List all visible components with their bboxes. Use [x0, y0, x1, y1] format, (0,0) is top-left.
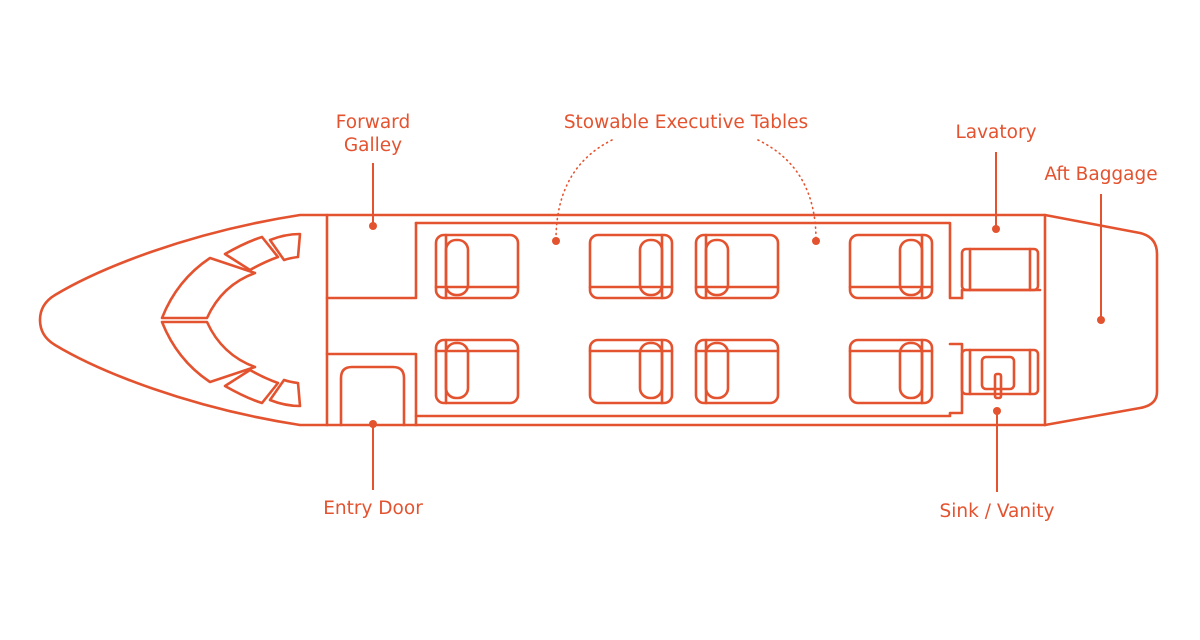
stowable-tables-label: Stowable Executive Tables [564, 112, 808, 133]
entry-bulkhead [325, 352, 418, 427]
forward-galley [325, 221, 418, 300]
windshield-lower [160, 320, 257, 384]
lavatory-toilet-detail [968, 247, 1032, 292]
sink-vanity-detail [968, 348, 1032, 396]
entry-door-label: Entry Door [323, 498, 423, 519]
lavatory-marker [992, 225, 1000, 233]
seats [434, 233, 934, 405]
forward-galley-label-line1: Forward [336, 112, 410, 133]
seat [588, 338, 674, 405]
cabin-interior [414, 221, 964, 418]
cockpit-pane-2 [268, 232, 302, 262]
tables-leader-right [757, 139, 817, 241]
table-marker-right [812, 237, 820, 245]
seat [434, 233, 520, 300]
forward-galley-label-line2: Galley [344, 135, 402, 156]
table-marker-left [552, 237, 560, 245]
seat [694, 233, 780, 300]
seat [434, 338, 520, 405]
seat [848, 233, 934, 300]
cockpit-pane-4 [268, 378, 302, 408]
sink-vanity-label: Sink / Vanity [940, 501, 1055, 522]
seat [694, 338, 780, 405]
seat [588, 233, 674, 300]
aft-baggage-label: Aft Baggage [1044, 164, 1157, 185]
seat [848, 338, 934, 405]
entry-door [339, 365, 406, 427]
sink-faucet [993, 372, 1003, 400]
cockpit-pane-3 [223, 368, 280, 405]
windshield-upper [160, 256, 257, 320]
forward-galley-marker [369, 222, 377, 230]
aft-baggage-marker [1097, 316, 1105, 324]
lavatory-label: Lavatory [955, 122, 1036, 143]
tables-leader-left [555, 139, 613, 241]
fuselage-outline [38, 213, 1159, 427]
lavatory-toilet [960, 247, 1040, 292]
cockpit-pane-1 [223, 235, 280, 272]
sink-basin [980, 355, 1016, 391]
